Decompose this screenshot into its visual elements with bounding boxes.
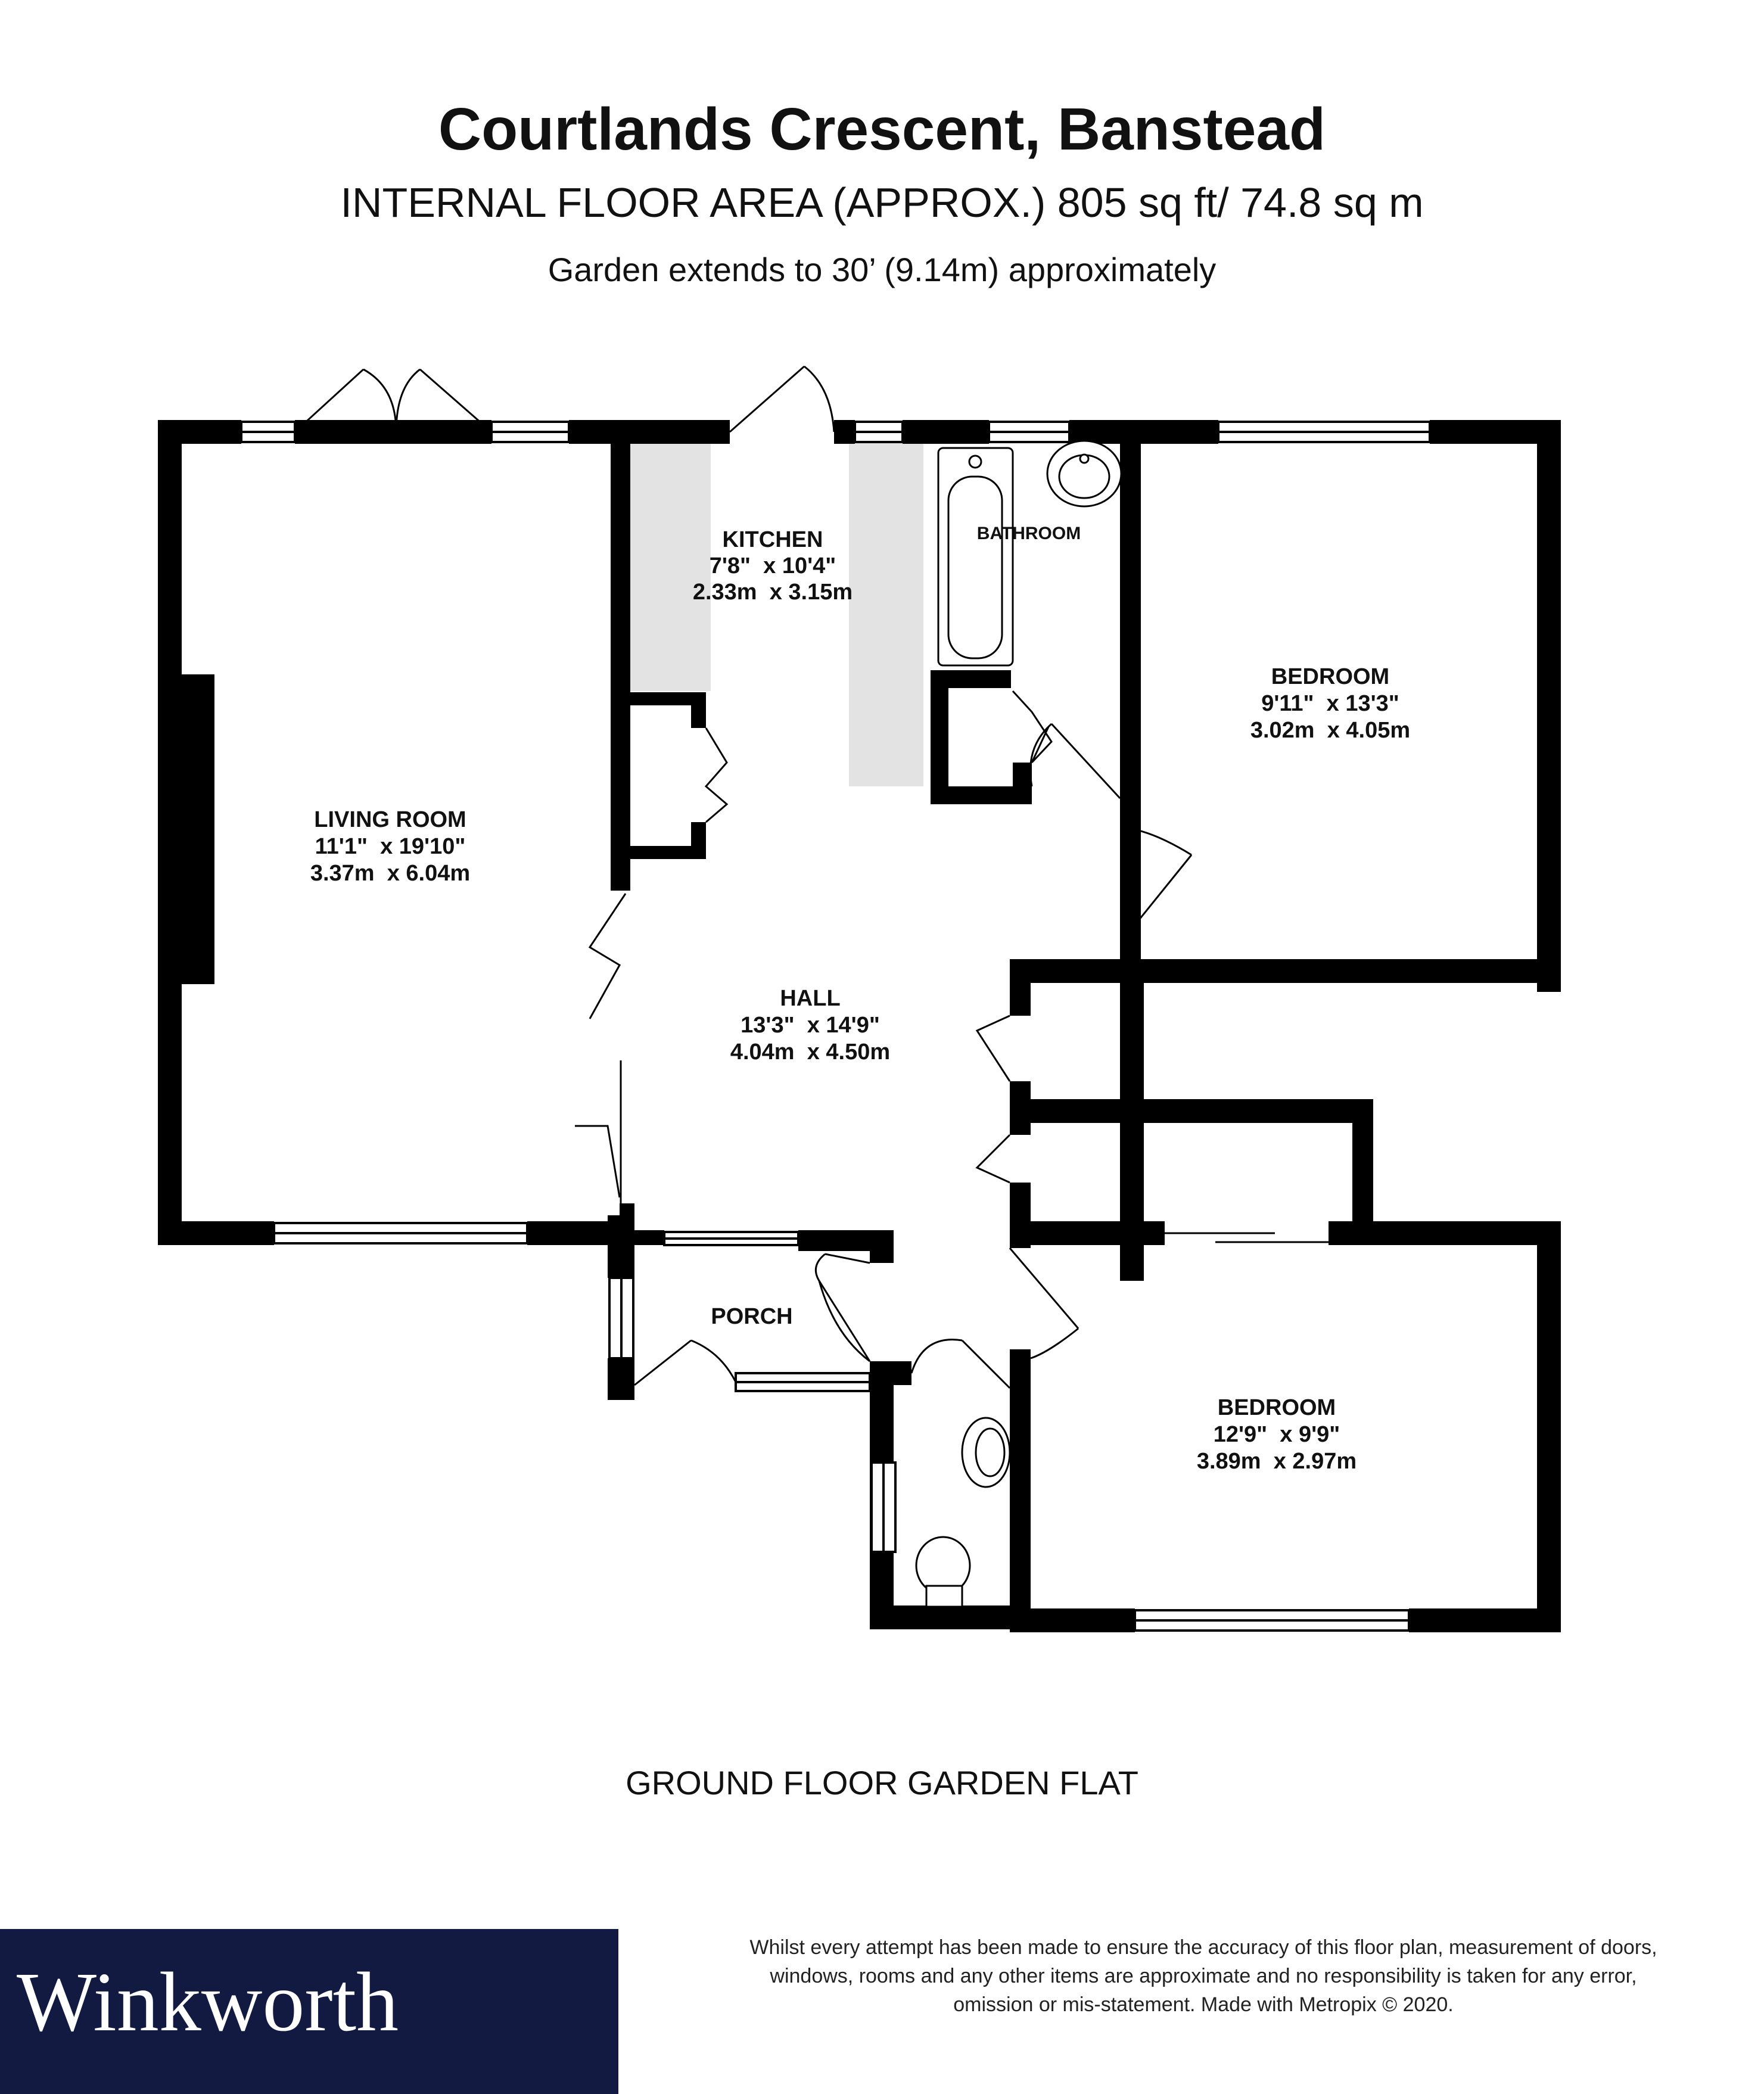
- disclaimer-line: windows, rooms and any other items are a…: [770, 1965, 1637, 1987]
- brand-banner: [0, 1929, 618, 2094]
- floor-label: GROUND FLOOR GARDEN FLAT: [626, 1764, 1138, 1801]
- plan-title: Courtlands Crescent, Banstead: [438, 96, 1326, 163]
- disclaimer-line: omission or mis-statement. Made with Met…: [953, 1993, 1454, 2016]
- bedroom1-metric: 3.02m x 4.05m: [1250, 718, 1410, 743]
- kitchen-label: KITCHEN: [723, 527, 823, 552]
- bedroom2-metric: 3.89m x 2.97m: [1197, 1449, 1357, 1474]
- living-room-label: LIVING ROOM: [314, 807, 466, 832]
- bedroom1-imperial: 9'11" x 13'3": [1261, 691, 1399, 716]
- windows: [240, 421, 1431, 1632]
- bedroom2-imperial: 12'9" x 9'9": [1214, 1422, 1340, 1447]
- kitchen-worktop-right: [849, 441, 923, 786]
- living-room-metric: 3.37m x 6.04m: [310, 861, 470, 886]
- hall-label: HALL: [780, 986, 840, 1011]
- walls: [158, 420, 1561, 1632]
- room-labels: KITCHEN 7'8" x 10'4" 2.33m x 3.15m BATHR…: [310, 524, 1410, 1474]
- hall-metric: 4.04m x 4.50m: [730, 1040, 890, 1065]
- hall-imperial: 13'3" x 14'9": [741, 1013, 880, 1038]
- kitchen-metric: 2.33m x 3.15m: [693, 580, 853, 605]
- floor-area-subtitle: INTERNAL FLOOR AREA (APPROX.) 805 sq ft/…: [340, 179, 1424, 226]
- bedroom1-label: BEDROOM: [1271, 664, 1389, 689]
- garden-note: Garden extends to 30’ (9.14m) approximat…: [547, 251, 1217, 288]
- bath-tap: [968, 455, 982, 469]
- kitchen-imperial: 7'8" x 10'4": [710, 553, 836, 578]
- bedroom2-label: BEDROOM: [1218, 1395, 1336, 1420]
- bathtub-inner: [947, 475, 1003, 659]
- disclaimer-line: Whilst every attempt has been made to en…: [749, 1936, 1657, 1959]
- porch-label: PORCH: [711, 1304, 792, 1329]
- brand-logo-text: Winkworth: [17, 1955, 399, 2049]
- toilet-cistern: [925, 1585, 963, 1608]
- disclaimer: Whilst every attempt has been made to en…: [685, 1933, 1722, 2019]
- bathroom-label: BATHROOM: [977, 524, 1081, 543]
- kitchen-worktop-left: [630, 441, 711, 691]
- living-room-imperial: 11'1" x 19'10": [315, 834, 466, 859]
- doors: [294, 365, 1329, 1389]
- fixtures: [915, 440, 1122, 1608]
